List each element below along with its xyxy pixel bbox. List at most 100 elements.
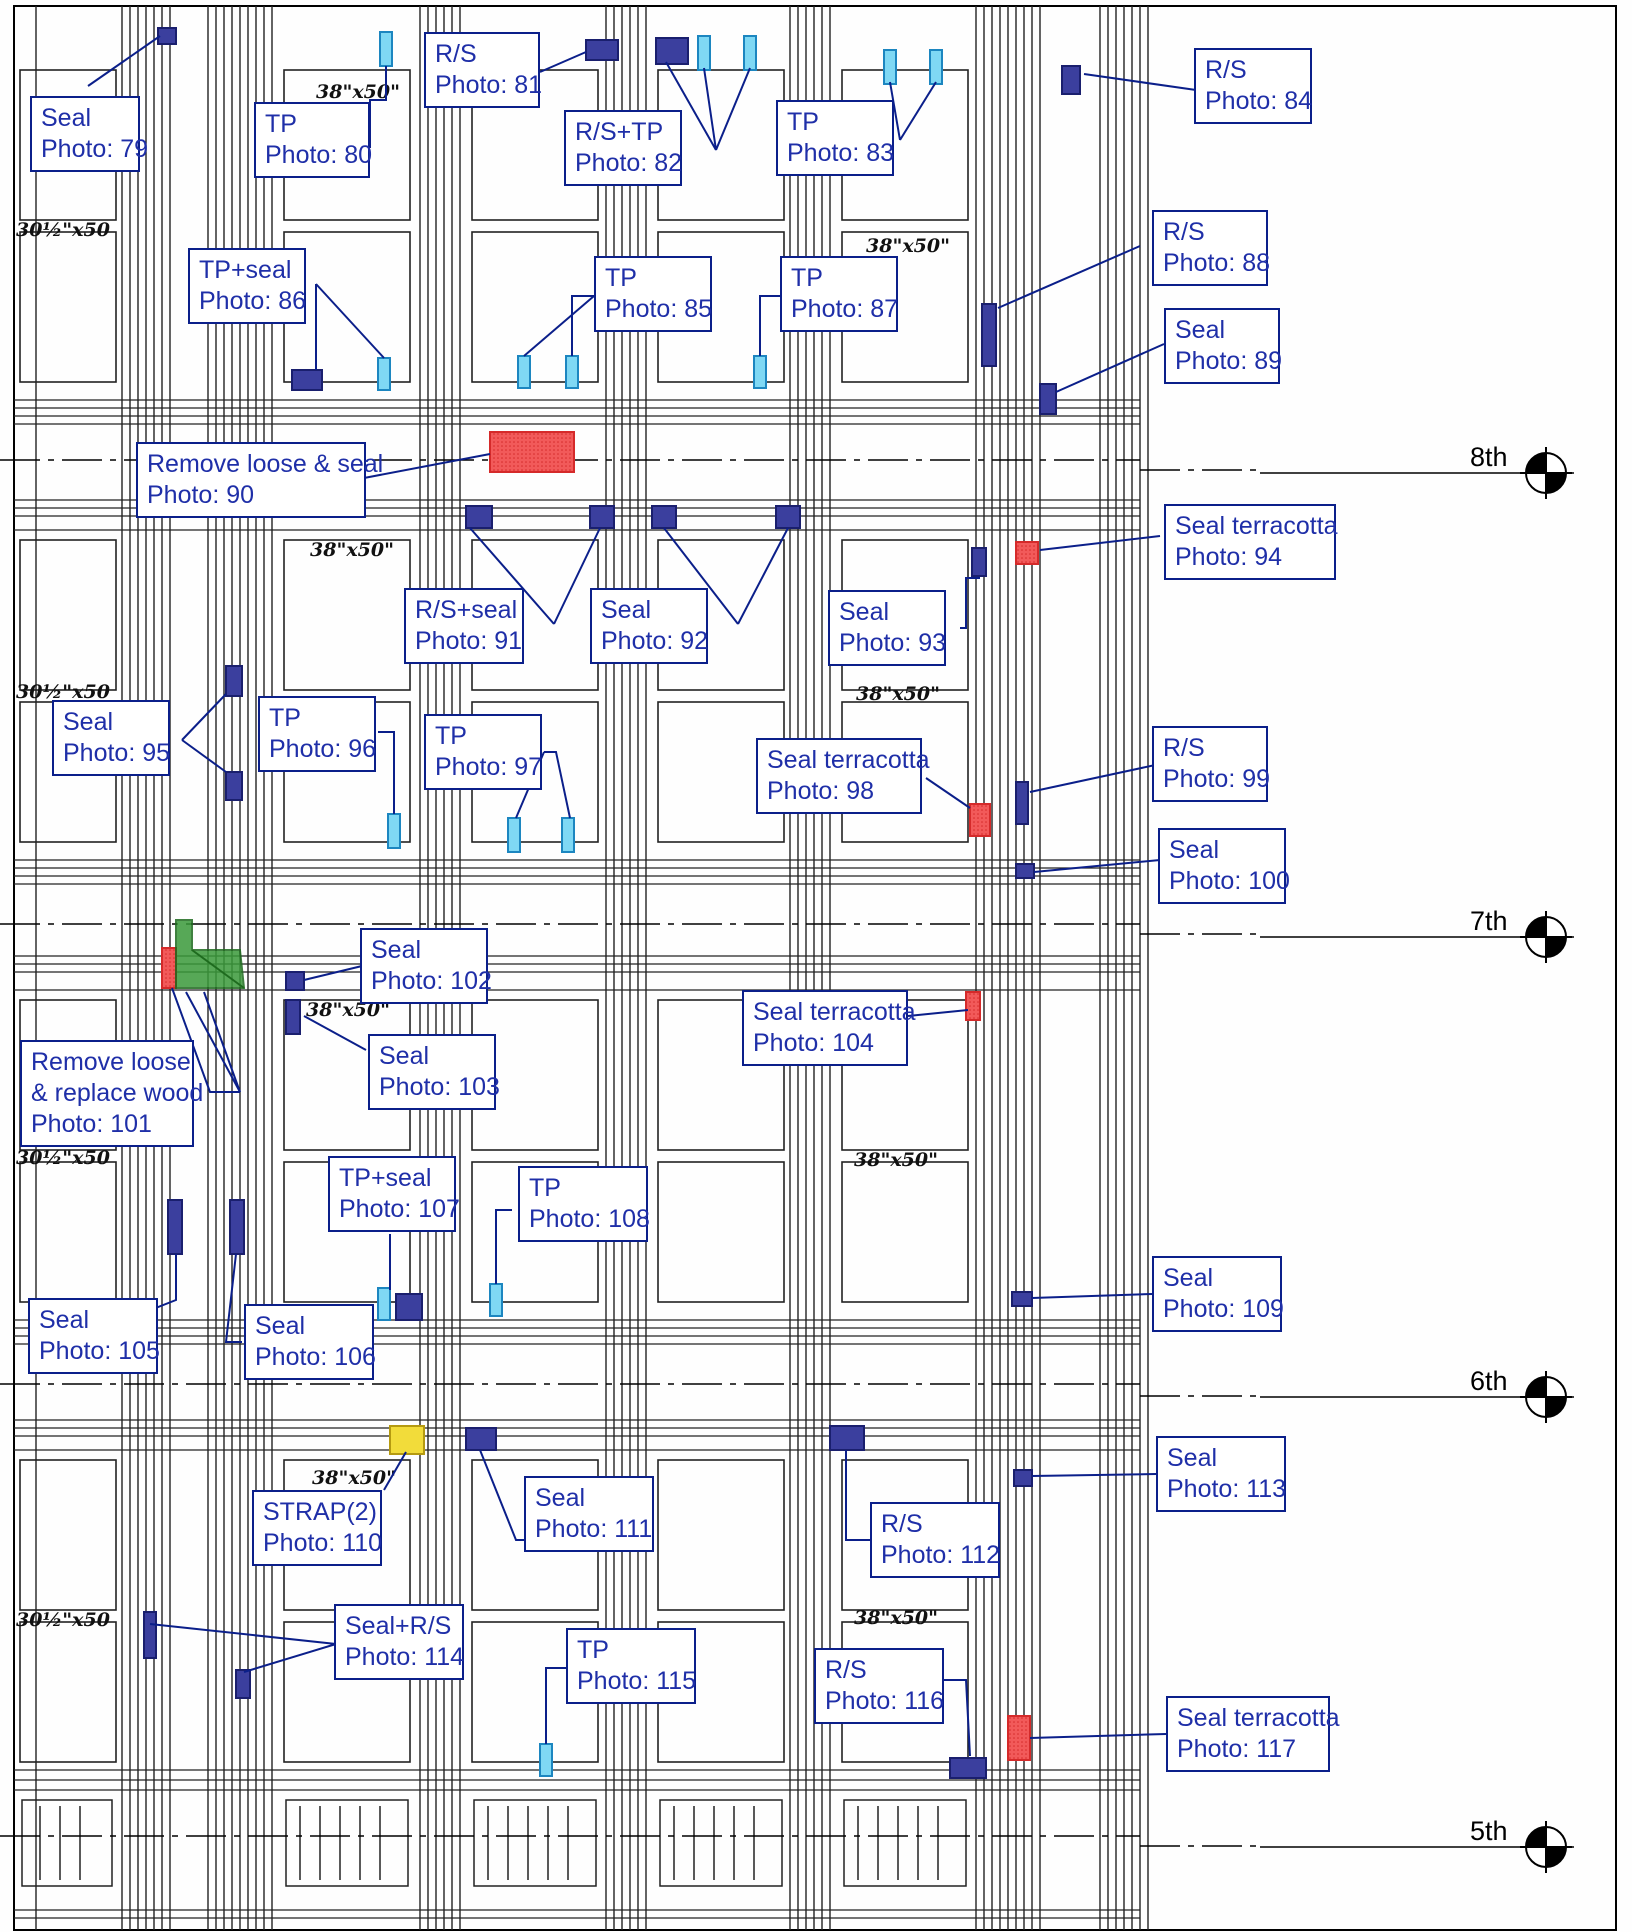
callout-action: Seal+R/S — [345, 1612, 452, 1640]
callout-photo-104: Seal terracotta Photo: 104 — [742, 990, 916, 1066]
callout-photo-92: Seal Photo: 92 — [590, 588, 708, 664]
callout-photo-85: TP Photo: 85 — [594, 256, 712, 332]
callout-photo: Photo: 108 — [529, 1205, 650, 1233]
datum-6th-icon — [1520, 1371, 1572, 1423]
window-size-note: 38"x50" — [306, 999, 390, 1021]
window-size-note: 38"x50" — [854, 1149, 938, 1171]
callout-photo: Photo: 97 — [435, 753, 543, 781]
callout-photo-98: Seal terracotta Photo: 98 — [756, 738, 930, 814]
callout-photo-84: R/S Photo: 84 — [1194, 48, 1312, 124]
callout-photo-94: Seal terracotta Photo: 94 — [1164, 504, 1338, 580]
tp-markers — [377, 31, 943, 1777]
callout-action: Seal terracotta — [1177, 1704, 1340, 1732]
window-size-note: 30½"x50 — [16, 681, 110, 703]
callout-photo-112: R/S Photo: 112 — [870, 1502, 1000, 1578]
callout-photo: Photo: 80 — [265, 141, 373, 169]
callout-photo: Photo: 106 — [255, 1343, 376, 1371]
callout-photo: Photo: 86 — [199, 287, 307, 315]
callout-photo: Photo: 90 — [147, 481, 255, 509]
callout-action: Seal terracotta — [753, 998, 916, 1026]
callout-photo-99: R/S Photo: 99 — [1152, 726, 1271, 802]
strap-marker — [389, 1425, 425, 1455]
callout-photo-115: TP Photo: 115 — [566, 1628, 696, 1704]
callout-photo-109: Seal Photo: 109 — [1152, 1256, 1284, 1332]
callout-action: TP+seal — [199, 256, 292, 284]
callout-action: R/S — [825, 1656, 867, 1684]
callout-action: Seal — [535, 1484, 586, 1512]
sheet-border — [13, 5, 1617, 1931]
callout-photo: Photo: 112 — [881, 1541, 1001, 1569]
callout-photo: Photo: 114 — [345, 1643, 465, 1671]
callout-photo: Photo: 110 — [263, 1529, 383, 1557]
callout-action: STRAP(2) — [263, 1498, 377, 1526]
callout-action: R/S — [1163, 734, 1205, 762]
callout-action: TP — [529, 1174, 561, 1202]
callout-photo: Photo: 103 — [379, 1073, 500, 1101]
callout-photo-103: Seal Photo: 103 — [368, 1034, 500, 1110]
callout-action: Seal — [1175, 316, 1226, 344]
window-size-note: 38"x50" — [310, 539, 394, 561]
callout-photo-93: Seal Photo: 93 — [828, 590, 946, 666]
callout-action: Seal — [1169, 836, 1220, 864]
callout-action: Seal — [379, 1042, 430, 1070]
callout-photo-114: Seal+R/S Photo: 114 — [334, 1604, 464, 1680]
callout-photo-88: R/S Photo: 88 — [1152, 210, 1271, 286]
callout-photo-111: Seal Photo: 111 — [524, 1476, 654, 1552]
callout-photo: Photo: 98 — [767, 777, 875, 805]
callout-photo-113: Seal Photo: 113 — [1156, 1436, 1286, 1512]
callout-action: Seal — [39, 1306, 90, 1334]
window-size-note: 38"x50" — [312, 1467, 396, 1489]
callout-photo: Photo: 96 — [269, 735, 377, 763]
window-size-note: 38"x50" — [854, 1607, 938, 1629]
window-size-note: 30½"x50 — [16, 1609, 110, 1631]
callout-photo-83: TP Photo: 83 — [776, 100, 894, 176]
callout-photo-97: TP Photo: 97 — [424, 714, 542, 790]
callout-photo-116: R/S Photo: 116 — [814, 1648, 944, 1724]
callout-action: Seal — [1163, 1264, 1214, 1292]
callout-photo: Photo: 117 — [1177, 1735, 1297, 1763]
callout-photo-117: Seal terracotta Photo: 117 — [1166, 1696, 1340, 1772]
callout-action-line-2: & replace wood — [31, 1079, 204, 1107]
callout-photo: Photo: 81 — [435, 71, 543, 99]
callout-photo-91: R/S+seal Photo: 91 — [404, 588, 524, 664]
callout-action: TP — [787, 108, 819, 136]
callout-action: Seal — [255, 1312, 306, 1340]
callout-photo: Photo: 99 — [1163, 765, 1271, 793]
window-size-note: 30½"x50 — [16, 219, 110, 241]
callout-photo: Photo: 115 — [577, 1667, 697, 1695]
level-label-8th: 8th — [1470, 442, 1508, 472]
callout-photo-79: Seal Photo: 79 — [30, 96, 149, 172]
level-label-5th: 5th — [1470, 1816, 1508, 1846]
callout-photo-110: STRAP(2) Photo: 110 — [252, 1490, 382, 1566]
datum-7th-icon — [1520, 911, 1572, 963]
callout-photo-87: TP Photo: 87 — [780, 256, 898, 332]
callout-action: R/S — [1163, 218, 1205, 246]
callout-photo-102: Seal Photo: 102 — [360, 928, 492, 1004]
callout-photo: Photo: 87 — [791, 295, 899, 323]
datum-symbols — [1520, 447, 1572, 1873]
callout-photo: Photo: 113 — [1167, 1475, 1287, 1503]
callout-action: Seal — [371, 936, 422, 964]
callout-photo-100: Seal Photo: 100 — [1158, 828, 1290, 904]
window-size-note: 38"x50" — [856, 683, 940, 705]
callout-action: R/S — [435, 40, 477, 68]
callout-photo: Photo: 107 — [339, 1195, 460, 1223]
callout-photo-95: Seal Photo: 95 — [52, 700, 170, 776]
callout-photo: Photo: 95 — [63, 739, 171, 767]
callout-photo: Photo: 101 — [31, 1110, 152, 1138]
callout-action: R/S+TP — [575, 118, 664, 146]
callout-action: R/S — [1205, 56, 1247, 84]
callout-action: TP — [577, 1636, 609, 1664]
callout-action: Seal — [839, 598, 890, 626]
callout-action: Seal — [41, 104, 92, 132]
callout-photo: Photo: 109 — [1163, 1295, 1284, 1323]
callout-photo: Photo: 88 — [1163, 249, 1271, 277]
callout-photo: Photo: 93 — [839, 629, 947, 657]
callout-action: Seal terracotta — [1175, 512, 1338, 540]
callout-action: R/S — [881, 1510, 923, 1538]
level-label-7th: 7th — [1470, 906, 1508, 936]
callout-photo: Photo: 79 — [41, 135, 149, 163]
callout-photo-105: Seal Photo: 105 — [28, 1298, 160, 1374]
callout-photo: Photo: 105 — [39, 1337, 160, 1365]
